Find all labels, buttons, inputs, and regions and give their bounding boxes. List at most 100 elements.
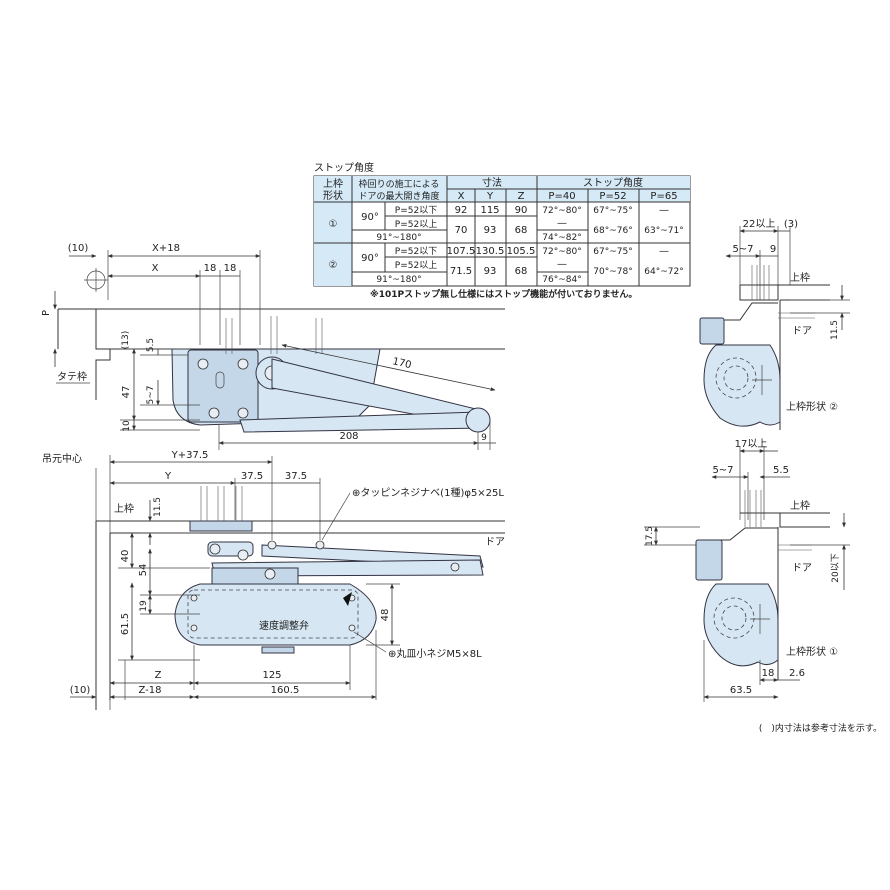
row4-cond: P=52以下 <box>395 247 437 257</box>
dim-p: P <box>41 310 52 316</box>
row6-angle: 91°~180° <box>376 275 421 285</box>
front-view: 吊元中心 Y+37.5 Y 37.5 37.5 ⊕タッピンネジナベ(1種)φ5×… <box>42 450 505 710</box>
s2-label-door: ドア <box>792 326 812 337</box>
dim-19: 19 <box>139 600 149 612</box>
row5-x: 71.5 <box>450 266 472 277</box>
head-dims: 寸法 <box>482 176 502 189</box>
row1-z: 90 <box>515 205 528 216</box>
s1-dim-2-6: 2.6 <box>789 668 805 679</box>
row3-p40: 74°~82° <box>542 233 581 243</box>
row6-p40: 76°~84° <box>542 275 581 285</box>
dim-37-5b: 37.5 <box>285 471 307 482</box>
dim-125: 125 <box>262 670 281 681</box>
row4-z: 105.5 <box>507 246 536 257</box>
dim-y375: Y+37.5 <box>171 450 209 461</box>
row1-p65: — <box>659 205 669 216</box>
top-view: (10) X+18 X 18 18 P タテ枠 170 <box>41 243 505 450</box>
row1-x: 92 <box>455 205 468 216</box>
table-note: ※101Pストップ無し仕様にはストップ機能が付いておりません。 <box>370 288 637 300</box>
s2-dim-3: (3) <box>784 219 798 230</box>
row1-angle: 90° <box>361 212 379 223</box>
s1-dim-5-7: 5~7 <box>712 465 733 476</box>
dim-54: 54 <box>138 564 149 577</box>
s1-label-door: ドア <box>792 563 812 574</box>
dim-5-5: 5.5 <box>146 338 156 352</box>
label-uwaku-front: 上枠 <box>114 502 134 515</box>
side-view-1: 17以上 5~7 5.5 上枠 ドア 上枠形状 ① 17.5 20以下 <box>644 438 850 702</box>
s1-label-shape: 上枠形状 ① <box>786 645 838 658</box>
head-maxangle-1: 枠回りの施工による <box>359 178 440 190</box>
dim-x18: X+18 <box>152 243 180 254</box>
row4-x: 107.5 <box>447 246 476 257</box>
dim-208: 208 <box>339 431 358 442</box>
row4-shape: ② <box>329 260 338 271</box>
side-view-2: 22以上 (3) 5~7 9 上枠 ドア 上枠形状 ② 11.5 <box>699 218 850 430</box>
dim-z: Z <box>155 670 162 681</box>
s1-dim-5-5: 5.5 <box>773 465 789 476</box>
dim-160-5: 160.5 <box>271 685 300 696</box>
row5-p65: 64°~72° <box>644 267 683 277</box>
s1-dim-17-5: 17.5 <box>645 526 655 546</box>
table-title: ストップ角度 <box>314 161 374 174</box>
s1-dim-63-5: 63.5 <box>730 685 752 696</box>
s2-label-uwaku: 上枠 <box>790 271 810 284</box>
s2-dim-22: 22以上 <box>743 218 776 230</box>
head-shape-2: 形状 <box>323 189 343 202</box>
row2-cond: P=52以上 <box>395 219 437 230</box>
dim-18b: 18 <box>224 263 237 274</box>
s2-dim-11-5: 11.5 <box>830 320 840 340</box>
head-p52: P=52 <box>599 191 626 202</box>
row4-p52: 67°~75° <box>593 247 632 257</box>
row2-x: 70 <box>455 225 468 236</box>
s1-dim-20: 20以下 <box>831 553 841 582</box>
row2-p40: — <box>557 218 567 229</box>
head-p40: P=40 <box>548 191 575 202</box>
head-x: X <box>458 191 465 202</box>
dim-y: Y <box>164 471 172 482</box>
label-tatewaku: タテ枠 <box>57 370 87 383</box>
row5-cond: P=52以上 <box>395 260 437 271</box>
dim-11-5: 11.5 <box>153 497 163 517</box>
row3-angle: 91°~180° <box>376 233 421 243</box>
row5-p40: — <box>557 259 567 270</box>
row4-y: 130.5 <box>476 246 505 257</box>
head-z: Z <box>518 191 525 202</box>
head-p65: P=65 <box>650 191 677 202</box>
s1-dim-17: 17以上 <box>735 438 768 450</box>
row5-z: 68 <box>515 266 528 277</box>
row4-angle: 90° <box>361 253 379 264</box>
dim-47: 47 <box>121 386 132 399</box>
label-tapping-screw: ⊕タッピンネジナベ(1種)φ5×25L <box>352 486 504 499</box>
dim-5-7: 5~7 <box>146 386 156 405</box>
dim-10-bottom: (10) <box>70 685 91 696</box>
row4-p40: 72°~80° <box>542 247 581 257</box>
s1-dim-18: 18 <box>762 668 775 679</box>
row1-shape: ① <box>329 219 338 230</box>
dim-9: 9 <box>481 433 487 443</box>
footnote: ( )内寸法は参考寸法を示す。 <box>759 722 882 734</box>
dim-x: X <box>152 263 159 274</box>
label-pivot-center: 吊元中心 <box>42 452 82 465</box>
dim-37-5a: 37.5 <box>241 471 263 482</box>
dim-61-5: 61.5 <box>120 613 131 635</box>
stop-angle-table: ストップ角度 上枠 形状 枠回りの施工に <box>313 161 691 300</box>
row2-p65: 63°~71° <box>644 226 683 236</box>
row1-p40: 72°~80° <box>542 206 581 216</box>
row1-p52: 67°~75° <box>593 206 632 216</box>
dim-48: 48 <box>380 609 391 622</box>
dim-10-top: (10) <box>68 243 89 254</box>
row2-y: 93 <box>484 225 497 236</box>
dim-170: 170 <box>391 356 412 371</box>
head-shape-1: 上枠 <box>323 177 343 190</box>
s2-dim-9: 9 <box>770 244 776 255</box>
row4-p65: — <box>659 246 669 257</box>
row5-y: 93 <box>484 266 497 277</box>
dim-13: (13) <box>121 331 131 349</box>
s2-label-shape: 上枠形状 ② <box>786 400 838 413</box>
dim-18a: 18 <box>204 263 217 274</box>
row1-y: 115 <box>480 205 499 216</box>
row2-p52: 68°~76° <box>593 226 632 236</box>
dim-10-side: 10 <box>122 420 132 432</box>
label-speed-valve: 速度調整弁 <box>259 619 309 632</box>
